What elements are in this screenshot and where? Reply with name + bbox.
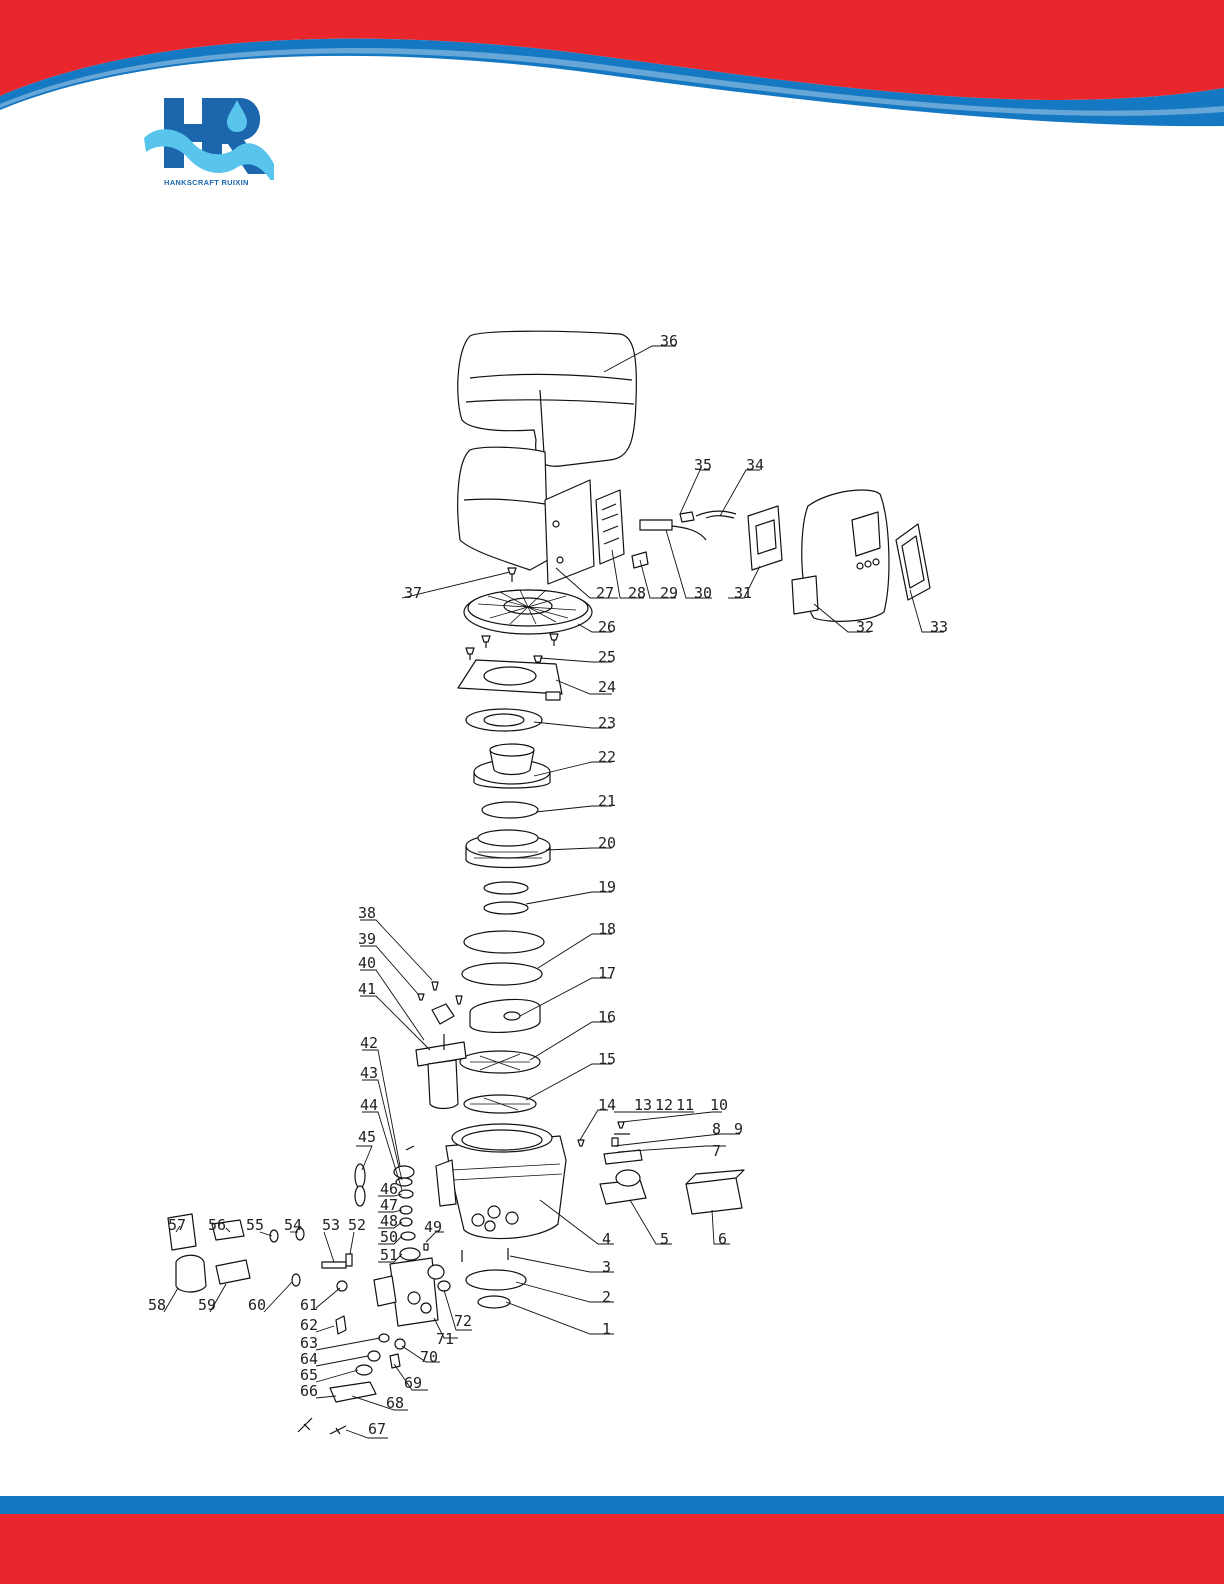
part-label-55: 55 [246, 1216, 264, 1234]
part-label-14: 14 [598, 1096, 616, 1114]
part-label-12: 12 [655, 1096, 673, 1114]
part-label-41: 41 [358, 980, 376, 998]
part-label-19: 19 [598, 878, 616, 896]
part-label-16: 16 [598, 1008, 616, 1026]
part-label-54: 54 [284, 1216, 302, 1234]
part-label-62: 62 [300, 1316, 318, 1334]
part-label-13: 13 [634, 1096, 652, 1114]
part-label-38: 38 [358, 904, 376, 922]
part-label-40: 40 [358, 954, 376, 972]
part-label-36: 36 [660, 332, 678, 350]
part-label-71: 71 [436, 1330, 454, 1348]
part-label-31: 31 [734, 584, 752, 602]
part-label-8: 8 [712, 1120, 721, 1138]
part-label-20: 20 [598, 834, 616, 852]
part-label-27: 27 [596, 584, 614, 602]
part-label-58: 58 [148, 1296, 166, 1314]
part-label-35: 35 [694, 456, 712, 474]
bottom-banner-red [0, 1514, 1224, 1584]
part-label-5: 5 [660, 1230, 669, 1248]
part-label-61: 61 [300, 1296, 318, 1314]
part-label-60: 60 [248, 1296, 266, 1314]
exploded-diagram: 1234567891011121314151617181920212223242… [0, 0, 1224, 1470]
part-label-49: 49 [424, 1218, 442, 1236]
part-label-30: 30 [694, 584, 712, 602]
part-label-18: 18 [598, 920, 616, 938]
part-label-6: 6 [718, 1230, 727, 1248]
bottom-banner [0, 1496, 1224, 1584]
part-label-26: 26 [598, 618, 616, 636]
part-label-51: 51 [380, 1246, 398, 1264]
part-label-10: 10 [710, 1096, 728, 1114]
part-label-22: 22 [598, 748, 616, 766]
part-label-11: 11 [676, 1096, 694, 1114]
part-label-4: 4 [602, 1230, 611, 1248]
part-label-3: 3 [602, 1258, 611, 1276]
part-label-57: 57 [168, 1216, 186, 1234]
part-label-24: 24 [598, 678, 616, 696]
part-label-1: 1 [602, 1320, 611, 1338]
part-label-34: 34 [746, 456, 764, 474]
part-label-53: 53 [322, 1216, 340, 1234]
part-label-37: 37 [404, 584, 422, 602]
part-label-39: 39 [358, 930, 376, 948]
part-label-21: 21 [598, 792, 616, 810]
part-label-42: 42 [360, 1034, 378, 1052]
part-label-72: 72 [454, 1312, 472, 1330]
part-label-33: 33 [930, 618, 948, 636]
part-label-52: 52 [348, 1216, 366, 1234]
part-label-28: 28 [628, 584, 646, 602]
part-label-15: 15 [598, 1050, 616, 1068]
part-label-45: 45 [358, 1128, 376, 1146]
part-label-59: 59 [198, 1296, 216, 1314]
part-label-23: 23 [598, 714, 616, 732]
part-label-44: 44 [360, 1096, 378, 1114]
part-label-9: 9 [734, 1120, 743, 1138]
part-label-68: 68 [386, 1394, 404, 1412]
part-label-69: 69 [404, 1374, 422, 1392]
part-label-50: 50 [380, 1228, 398, 1246]
part-label-29: 29 [660, 584, 678, 602]
part-label-17: 17 [598, 964, 616, 982]
part-label-66: 66 [300, 1382, 318, 1400]
bottom-banner-blue [0, 1496, 1224, 1514]
part-label-56: 56 [208, 1216, 226, 1234]
part-label-7: 7 [712, 1142, 721, 1160]
part-label-67: 67 [368, 1420, 386, 1438]
part-label-32: 32 [856, 618, 874, 636]
part-label-70: 70 [420, 1348, 438, 1366]
part-label-43: 43 [360, 1064, 378, 1082]
part-label-2: 2 [602, 1288, 611, 1306]
part-label-25: 25 [598, 648, 616, 666]
